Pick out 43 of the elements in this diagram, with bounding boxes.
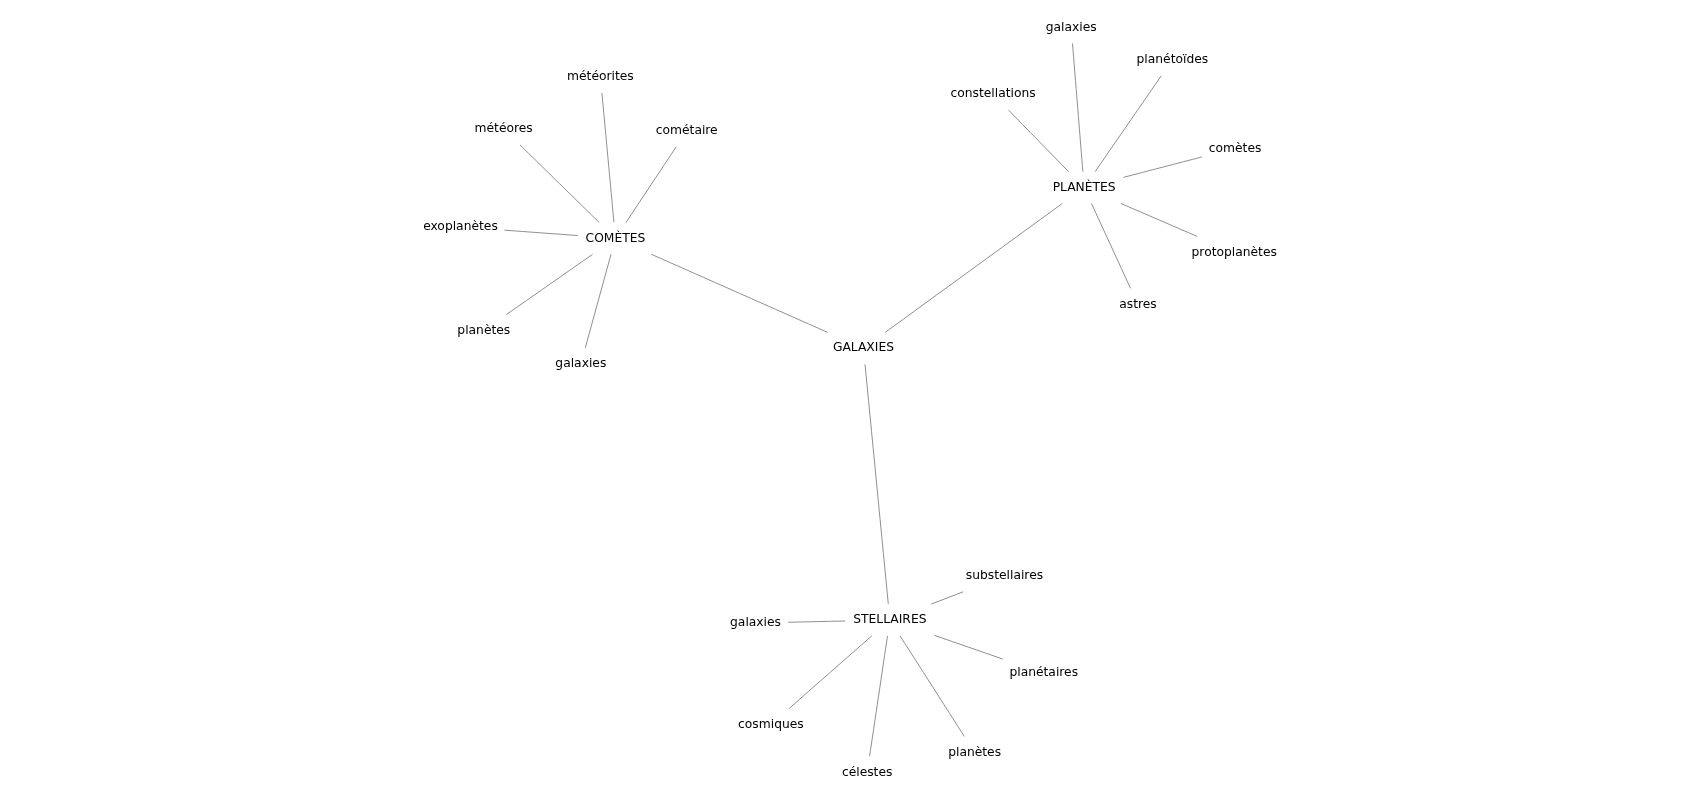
- connector: [864, 364, 889, 605]
- node-text: cosmiques: [738, 716, 804, 731]
- connector: [1008, 109, 1070, 173]
- connector: [1091, 203, 1131, 289]
- node-text: galaxies: [555, 356, 607, 371]
- node-text: galaxies: [730, 615, 782, 630]
- connector: [788, 635, 873, 709]
- node-text: planétoïdes: [1136, 51, 1209, 66]
- connector: [869, 635, 888, 757]
- node-text: COMÈTES: [585, 230, 646, 245]
- connector: [787, 620, 846, 623]
- connector: [899, 635, 965, 737]
- node-text: GALAXIES: [832, 340, 895, 355]
- node-text: STELLAIRES: [853, 612, 927, 627]
- node-text: substellaires: [965, 568, 1044, 583]
- connector: [519, 144, 600, 223]
- node-text: PLANÈTES: [1052, 179, 1116, 194]
- node-text: astres: [1119, 296, 1157, 311]
- connector: [650, 253, 829, 333]
- connector: [884, 203, 1063, 333]
- node-text: cométaire: [655, 123, 718, 138]
- node-text: constellations: [950, 86, 1036, 101]
- connector: [625, 146, 677, 223]
- connector: [1122, 156, 1203, 178]
- connector: [1120, 203, 1198, 237]
- node-text: célestes: [841, 764, 893, 779]
- connector: [1094, 75, 1162, 173]
- node-text: planétaires: [1009, 665, 1079, 680]
- connector: [933, 634, 1004, 660]
- node-text: exoplanètes: [423, 219, 498, 234]
- node-text: météorites: [567, 69, 634, 84]
- node-text: comètes: [1208, 140, 1262, 155]
- connector: [930, 591, 964, 605]
- connector: [506, 253, 593, 315]
- connector: [1072, 43, 1084, 173]
- node-text: protoplanètes: [1191, 244, 1277, 259]
- node-text: météores: [474, 121, 533, 136]
- connector: [584, 253, 612, 349]
- connector: [601, 92, 615, 223]
- node-text: galaxies: [1045, 19, 1097, 34]
- connector: [504, 229, 579, 236]
- node-text: planètes: [948, 744, 1002, 759]
- node-text: planètes: [457, 322, 511, 337]
